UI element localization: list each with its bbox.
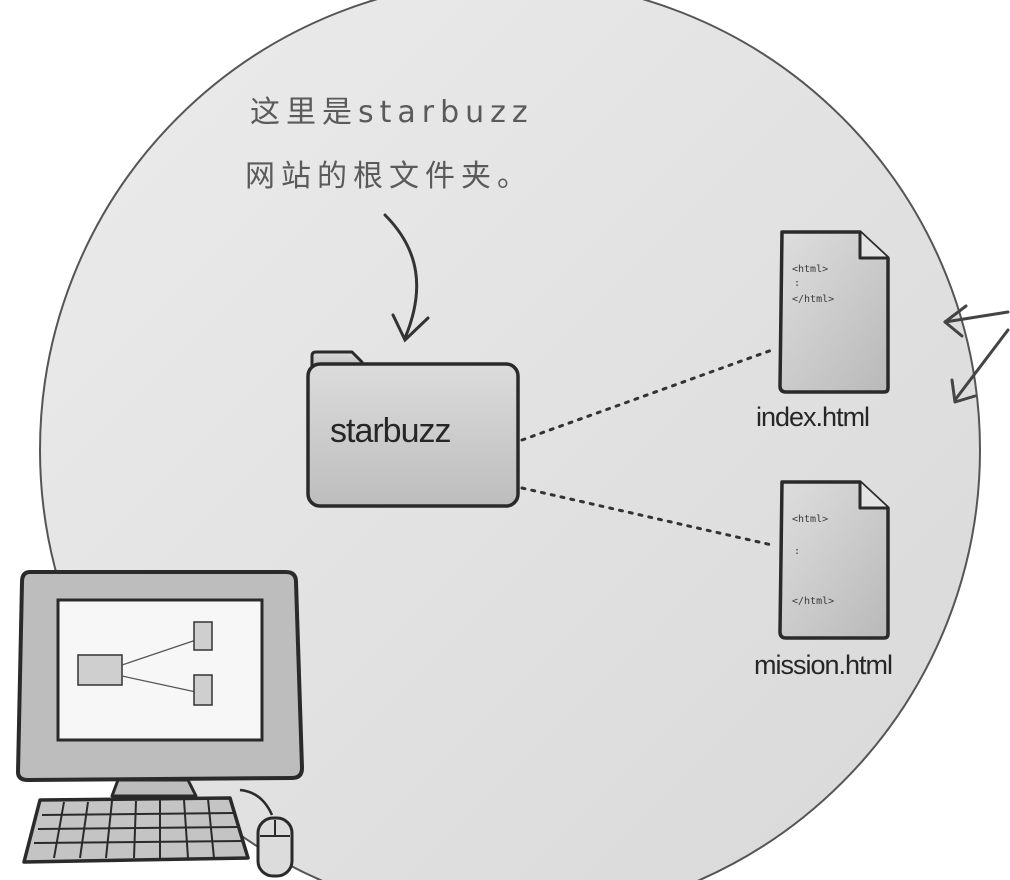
annotation-line-1: 这里是starbuzz [250, 95, 534, 130]
file-code-close: </html> [792, 294, 834, 305]
file-mission-html[interactable]: <html> : </html> mission.html [754, 480, 893, 680]
file-code-dots: : [794, 278, 800, 289]
html-file-icon [778, 480, 890, 640]
file-code-open: <html> [792, 264, 828, 275]
folder-label: starbuzz [330, 412, 451, 450]
file-code-dots: : [794, 546, 800, 557]
starbuzz-folder[interactable]: starbuzz [306, 350, 520, 508]
keyboard-icon [22, 796, 250, 864]
computer [16, 570, 304, 798]
file-name: index.html [756, 402, 869, 432]
html-file-icon [778, 230, 890, 394]
file-code-open: <html> [792, 514, 828, 525]
file-name: mission.html [754, 650, 892, 680]
mouse-icon [239, 788, 294, 878]
annotation-arrow [383, 213, 430, 343]
file-code-close: </html> [792, 596, 834, 607]
folder-file-connectors [520, 348, 774, 547]
incoming-arrows [943, 304, 1010, 404]
file-index-html[interactable]: <html> : </html> index.html [756, 230, 890, 432]
annotation-line-2: 网站的根文件夹。 [245, 159, 533, 194]
